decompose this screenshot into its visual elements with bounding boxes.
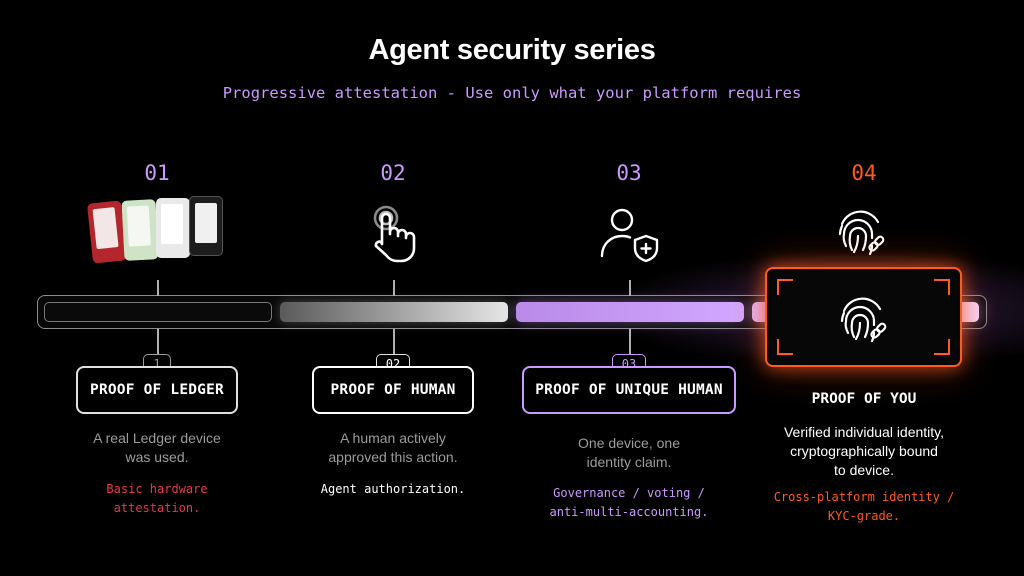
note-line: Agent authorization. xyxy=(320,482,466,496)
description-step-3: One device, one identity claim. xyxy=(519,434,739,472)
track-segment-2 xyxy=(280,302,508,322)
connector-line-1-top xyxy=(157,280,159,296)
connector-line-2-top xyxy=(393,280,395,296)
device-green xyxy=(121,199,159,261)
step-number-04: 04 xyxy=(851,161,877,185)
description-line: A human actively xyxy=(340,430,446,446)
page-subtitle: Progressive attestation - Use only what … xyxy=(222,84,802,102)
corner-bl xyxy=(777,339,793,355)
corner-tl xyxy=(777,279,793,295)
step-number-03: 03 xyxy=(616,161,642,185)
fingerprint-link-icon xyxy=(838,210,885,256)
description-line: identity claim. xyxy=(586,454,672,470)
note-step-4: Cross-platform identity / KYC-grade. xyxy=(754,488,974,526)
description-line: was used. xyxy=(125,449,189,465)
user-shield-icon xyxy=(600,208,659,262)
device-white xyxy=(156,198,190,258)
note-line: Cross-platform identity / xyxy=(773,490,955,504)
note-line: attestation. xyxy=(113,501,201,515)
description-line: One device, one xyxy=(578,435,680,451)
corner-br xyxy=(934,339,950,355)
note-step-1: Basic hardware attestation. xyxy=(47,480,267,518)
connector-line-2-bottom xyxy=(393,329,395,354)
note-step-2: Agent authorization. xyxy=(283,480,503,499)
step-number-02: 02 xyxy=(380,161,406,185)
connector-line-3-bottom xyxy=(629,329,631,354)
device-black xyxy=(189,196,223,256)
connector-line-1-bottom xyxy=(157,329,159,354)
connector-line-3-top xyxy=(629,280,631,296)
note-line: KYC-grade. xyxy=(827,509,901,523)
description-line: approved this action. xyxy=(328,449,458,465)
ledger-devices-icon xyxy=(86,196,230,266)
card-proof-of-ledger: PROOF OF LEDGER xyxy=(76,366,238,414)
description-step-4: Verified individual identity, cryptograp… xyxy=(754,423,974,480)
description-line: to device. xyxy=(834,462,894,478)
description-step-1: A real Ledger device was used. xyxy=(47,429,267,467)
note-step-3: Governance / voting / anti-multi-account… xyxy=(519,484,739,522)
page-title: Agent security series xyxy=(368,34,656,66)
note-line: Basic hardware xyxy=(106,482,208,496)
tap-hand-icon xyxy=(373,205,416,263)
card-proof-of-unique-human: PROOF OF UNIQUE HUMAN xyxy=(522,366,736,414)
step-number-01: 01 xyxy=(144,161,170,185)
note-line: Governance / voting / xyxy=(553,486,705,500)
proof-of-you-highlight xyxy=(765,267,962,367)
description-line: A real Ledger device xyxy=(93,430,221,446)
note-line: anti-multi-accounting. xyxy=(549,505,709,519)
description-line: cryptographically bound xyxy=(790,443,938,459)
card-proof-of-you: PROOF OF YOU xyxy=(811,391,917,407)
corner-tr xyxy=(934,279,950,295)
track-segment-3 xyxy=(516,302,744,322)
description-step-2: A human actively approved this action. xyxy=(283,429,503,467)
description-line: Verified individual identity, xyxy=(783,424,945,440)
card-proof-of-human: PROOF OF HUMAN xyxy=(312,366,474,414)
track-segment-1 xyxy=(44,302,272,322)
fingerprint-link-icon xyxy=(840,297,887,343)
